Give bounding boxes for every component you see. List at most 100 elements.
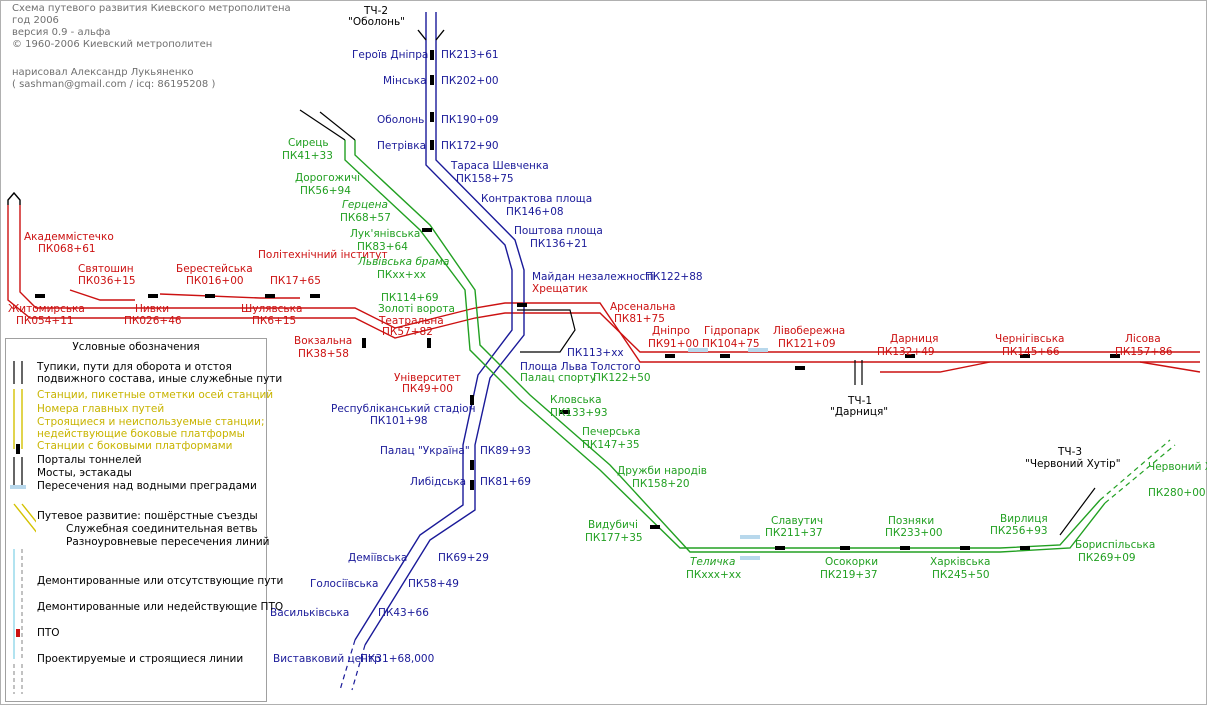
station-chernihivska: Чернігівська [995, 333, 1064, 345]
station-zoloti-vorota: Золоті ворота [378, 303, 455, 315]
pk-syrets: ПК41+33 [282, 150, 333, 162]
pk-lukianivska: ПК83+64 [357, 241, 408, 253]
pk-lybidska: ПК81+69 [480, 476, 531, 488]
station-maidan: Майдан незалежності [532, 271, 654, 283]
blue-line-labels: Героїв Дніпра ПК213+61 Мінська ПК202+00 … [270, 49, 703, 665]
legend-item: Демонтированные или недействующие ПТО [37, 601, 284, 613]
pk-palats-ukraina: ПК89+93 [480, 445, 531, 457]
legend-item: Демонтированные или отсутствующие пути [37, 575, 284, 587]
station-livoberezhna: Лівобережна [773, 325, 845, 337]
station-vyrlytsia: Вирлиця [1000, 513, 1048, 525]
pk-chervonyi-khutir: ПК280+00 [1148, 487, 1206, 499]
water-crossings [688, 348, 768, 560]
pk-lva-tolstoho: ПК113+хх [567, 347, 624, 359]
station-syrets: Сирець [288, 137, 329, 149]
station-heroiv-dnipra: Героїв Дніпра [352, 49, 428, 61]
header-contact: ( sashman@gmail.com / icq: 86195208 ) [12, 79, 216, 90]
station-shuliavska: Шулявська [241, 303, 302, 315]
pk-hidropark: ПК104+75 [702, 338, 760, 350]
legend-item: Проектируемые и строящиеся линии [37, 653, 244, 665]
pk-klovska: ПК133+93 [550, 407, 608, 419]
pk-dorohozhychi: ПК56+94 [300, 185, 351, 197]
pk-arsenalna: ПК81+75 [614, 313, 665, 325]
station-holosiivska: Голосіївська [310, 578, 379, 590]
pk-universytet: ПК49+00 [402, 383, 453, 395]
station-druzhby-narodiv: Дружби народів [617, 465, 707, 477]
station-demiivska: Деміївська [348, 552, 407, 564]
blue-line-planned [339, 639, 366, 691]
green-line-planned [1099, 439, 1176, 504]
station-teatralna: Театральна [378, 315, 444, 327]
legend-title: Условные обозначения [72, 341, 200, 353]
pk-kharkivska: ПК245+50 [932, 569, 990, 581]
legend-item: Служебная соединительная ветвь [66, 523, 258, 535]
station-kontraktova: Контрактова площа [481, 193, 592, 205]
station-slavutych: Славутич [771, 515, 823, 527]
header-title: Схема путевого развития Киевского метроп… [12, 3, 291, 14]
pk-vyrlytsia: ПК256+93 [990, 525, 1048, 537]
station-boryspilska: Бориспільська [1075, 539, 1155, 551]
station-pecherska: Печерська [582, 426, 640, 438]
pk-pozniaky: ПК233+00 [885, 527, 943, 539]
station-obolon: Оболонь [377, 114, 424, 126]
legend-item: Мосты, эстакады [37, 467, 132, 479]
station-beresteiska: Берестейська [176, 263, 253, 275]
depot-khutir-name: "Червоний Хутір" [1025, 458, 1121, 470]
station-politekhnichnyi: Політехнічний інститут [258, 249, 388, 261]
pk-zhytomyrska: ПК054+11 [16, 315, 74, 327]
pk-sviatoshyn: ПК036+15 [78, 275, 136, 287]
pk-chernihivska: ПК145+66 [1002, 346, 1060, 358]
station-chervonyi-khutir: Червоний Хутір [1148, 461, 1207, 473]
legend-item: Разноуровневые пересечения линий [66, 536, 270, 548]
station-vokzalna: Вокзальна [294, 335, 352, 347]
pk-beresteiska: ПК016+00 [186, 275, 244, 287]
station-dorohozhychi: Дорогожичі [295, 172, 360, 184]
station-lvivska-brama: Львівська брама [357, 256, 449, 268]
legend-panel: Условные обозначения Тупики, пути для об… [5, 338, 283, 702]
header-version: версия 0.9 - альфа [12, 27, 111, 38]
header-copyright: © 1960-2006 Киевский метрополитен [12, 39, 213, 50]
station-hidropark: Гідропарк [704, 325, 760, 337]
station-vasylkivska: Васильківська [270, 607, 349, 619]
pk-demiivska: ПК69+29 [438, 552, 489, 564]
pk-politekhnichnyi: ПК17+65 [270, 275, 321, 287]
station-darnytsia: Дарниця [890, 333, 938, 345]
platform-marks [35, 50, 1120, 550]
station-lva-tolstoho: Площа Льва Толстого [520, 361, 641, 373]
pk-academmistechko: ПК068+61 [38, 243, 96, 255]
pk-petrivka: ПК172+90 [441, 140, 499, 152]
station-khreshchatyk: Хрещатик [532, 283, 588, 295]
blue-line-tracks [354, 12, 525, 646]
station-palats-ukraina: Палац "Україна" [380, 445, 470, 457]
pk-telychka: ПКххх+хх [686, 569, 741, 581]
pk-vydubychi: ПК177+35 [585, 532, 643, 544]
station-respublikanskyi: Республіканський стадіон [331, 403, 475, 415]
pk-slavutych: ПК211+37 [765, 527, 823, 539]
pk-pecherska: ПК147+35 [582, 439, 640, 451]
legend-item: Порталы тоннелей [37, 454, 142, 466]
station-zhytomyrska: Житомирська [8, 303, 85, 315]
depot-obolon-name: "Оболонь" [348, 16, 405, 28]
legend-item: Пересечения над водными преградами [37, 480, 257, 492]
depot-labels: ТЧ-2 "Оболонь" ТЧ-1 "Дарниця" ТЧ-3 "Черв… [348, 5, 1121, 470]
pk-respublikanskyi: ПК101+98 [370, 415, 428, 427]
station-palats-sportu: Палац спорту [520, 372, 596, 384]
service-branches [299, 109, 1096, 536]
green-line-labels: Сирець ПК41+33 Дорогожичі ПК56+94 Герцен… [282, 137, 1207, 581]
station-poshtova: Поштова площа [514, 225, 603, 237]
station-minska: Мінська [383, 75, 427, 87]
pk-poshtova: ПК136+21 [530, 238, 588, 250]
pk-lisova: ПК157+86 [1115, 346, 1173, 358]
pk-vasylkivska: ПК43+66 [378, 607, 429, 619]
legend-item: недействующие боковые платформы [37, 428, 245, 440]
station-nyvky: Нивки [135, 303, 169, 315]
pk-tarasa-shevchenka: ПК158+75 [456, 173, 514, 185]
station-lukianivska: Лук'янівська [350, 228, 420, 240]
pk-teatralna: ПК57+82 [382, 326, 433, 338]
station-vydubychi: Видубичі [588, 519, 638, 531]
pk-lvivska-brama: ПКхх+хх [377, 269, 426, 281]
pk-vokzalna: ПК38+58 [298, 348, 349, 360]
station-petrivka: Петрівка [377, 140, 426, 152]
station-lisova: Лісова [1125, 333, 1161, 345]
legend-item: Станции, пикетные отметки осей станций [37, 389, 274, 401]
